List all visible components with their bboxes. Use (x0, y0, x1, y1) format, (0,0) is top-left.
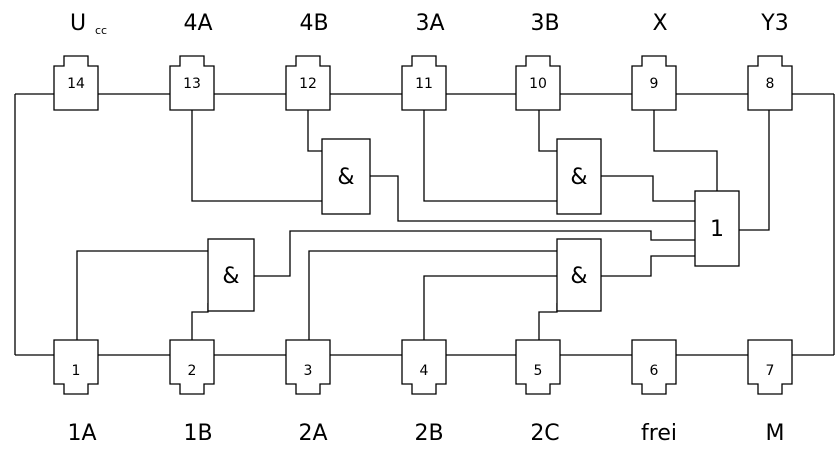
pin-number: 7 (766, 363, 775, 379)
pin-number: 4 (420, 363, 429, 379)
and-gate-2: & (556, 238, 602, 312)
and-gate-3-symbol: & (570, 165, 587, 190)
pin-11: 11 3A (401, 11, 447, 111)
or-gate: 1 (694, 190, 740, 267)
pin-number: 1 (72, 363, 81, 379)
pin-label: 1B (183, 421, 212, 446)
pin-1: 1 1A (53, 339, 99, 446)
and-gate-1-symbol: & (222, 264, 239, 289)
and-gate-3: & (556, 138, 602, 215)
or-gate-symbol: 1 (710, 217, 724, 242)
pin-2: 2 1B (169, 339, 215, 446)
pin-number: 13 (183, 76, 201, 92)
bottom-pins: 1 1A 2 1B 3 2A 4 2B 5 2C 6 frei (53, 339, 793, 446)
and-gate-4: & (321, 138, 371, 215)
pin-label: X (652, 11, 667, 36)
pin-number: 14 (67, 76, 85, 92)
top-pins: 14 U cc 13 4A 12 4B 11 3A 10 3B 9 X (53, 11, 793, 111)
and-gate-4-symbol: & (337, 165, 354, 190)
pin-number: 11 (415, 76, 433, 92)
pin-label: 3A (415, 11, 444, 36)
wiring (14, 93, 835, 356)
and-gate-2-symbol: & (570, 264, 587, 289)
pin-number: 5 (534, 363, 543, 379)
pin-number: 12 (299, 76, 317, 92)
pin-5: 5 2C (515, 339, 561, 446)
pin-number: 3 (304, 363, 313, 379)
pin-4: 4 2B (401, 339, 447, 446)
pin-number: 9 (650, 76, 659, 92)
pin-9: 9 X (631, 11, 677, 111)
pin-label: 2A (298, 421, 327, 446)
pin-number: 6 (650, 363, 659, 379)
pin-label: 3B (530, 11, 559, 36)
pin-number: 2 (188, 363, 197, 379)
pin-8: 8 Y3 (747, 11, 793, 111)
pin-14: 14 U cc (53, 11, 107, 111)
and-gate-1: & (207, 238, 255, 312)
pin-label: 4B (299, 11, 328, 36)
pin-number: 8 (766, 76, 775, 92)
pin-label: 1A (67, 421, 96, 446)
pin-number: 10 (529, 76, 547, 92)
pin-label-subscript: cc (95, 24, 107, 37)
pin-label: Y3 (760, 11, 788, 36)
pin-label: M (766, 421, 785, 446)
pin-12: 12 4B (285, 11, 331, 111)
pin-label: 4A (183, 11, 212, 36)
pin-label: 2C (530, 421, 559, 446)
pin-6: 6 frei (631, 339, 677, 446)
pin-label: U (70, 11, 86, 36)
pin-13: 13 4A (169, 11, 215, 111)
pin-label: frei (641, 421, 677, 446)
pin-7: 7 M (747, 339, 793, 446)
pin-3: 3 2A (285, 339, 331, 446)
pin-label: 2B (414, 421, 443, 446)
pin-10: 10 3B (515, 11, 561, 111)
